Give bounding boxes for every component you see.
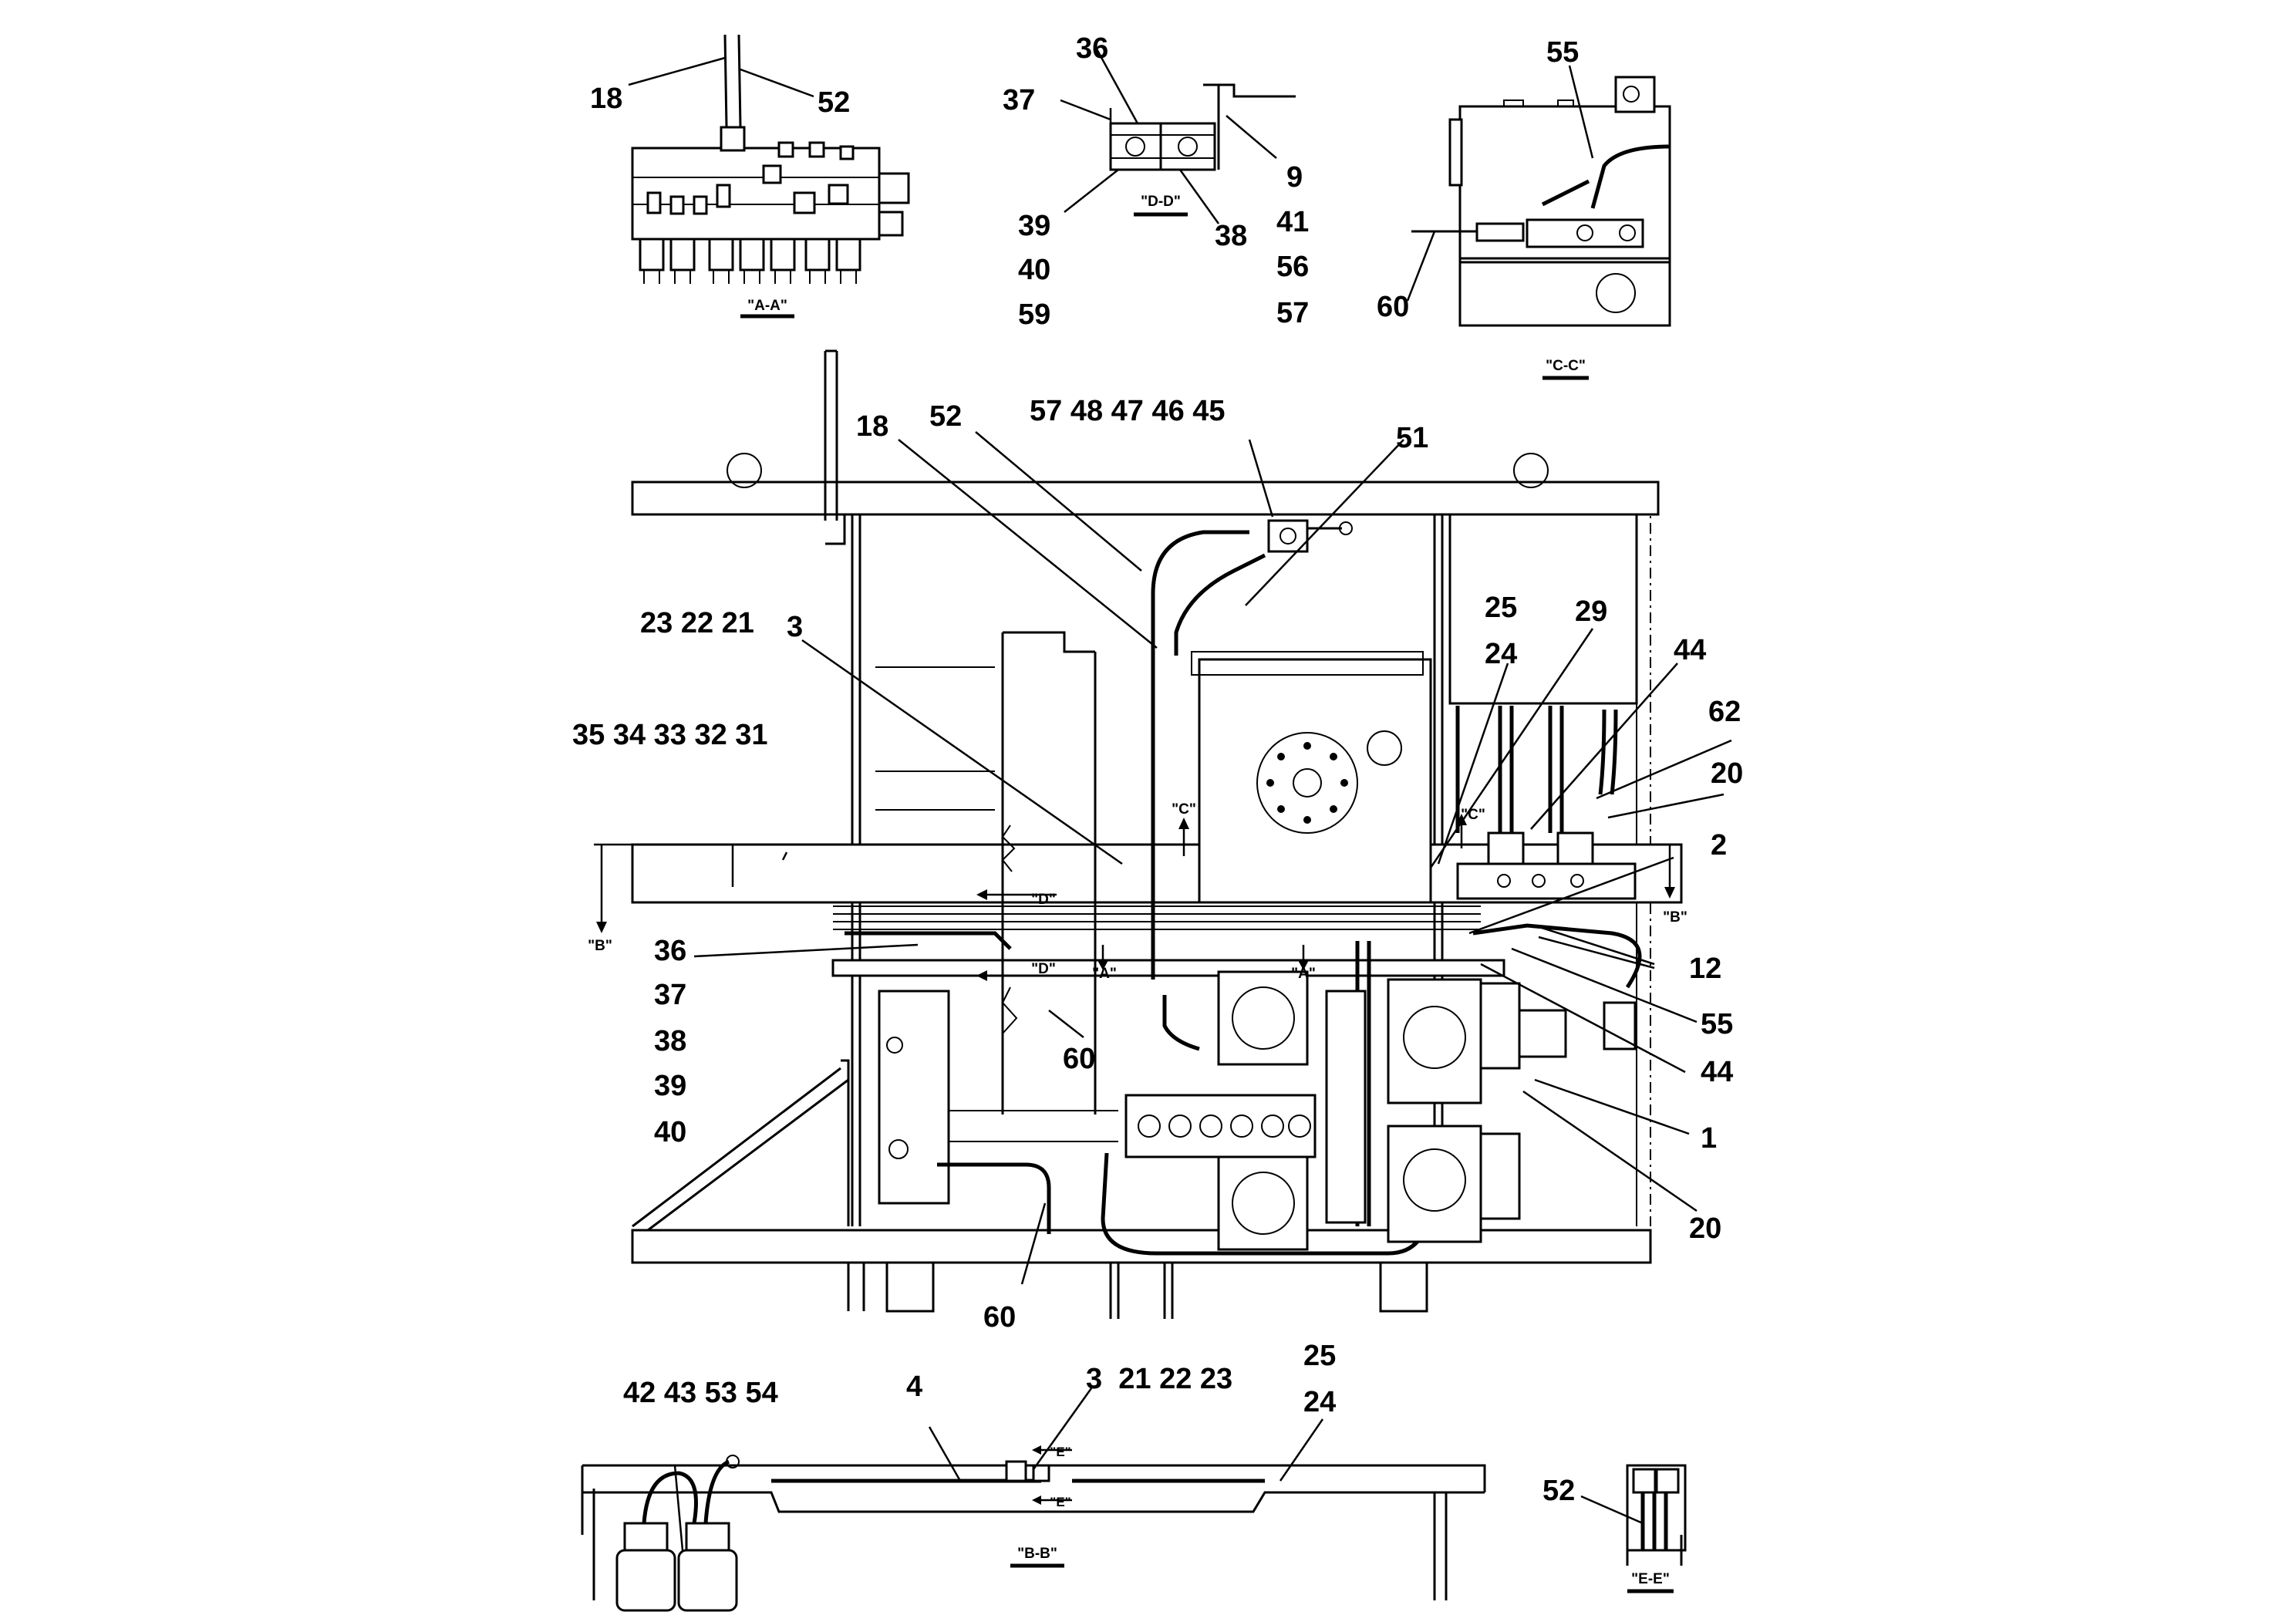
callout-40: 40 [654, 1116, 686, 1148]
section-mark-b-left: "B" [588, 938, 612, 954]
callout-cc-55: 55 [1546, 36, 1579, 69]
view-c-c-label: "C-C" [1546, 358, 1586, 374]
callout-24: 24 [1485, 638, 1517, 670]
section-mark-e-top: "E" [1050, 1445, 1070, 1459]
callout-dd-57: 57 [1276, 297, 1309, 329]
section-mark-e-bottom: "E" [1050, 1495, 1070, 1509]
section-mark-c-left: "C" [1172, 801, 1196, 818]
main-assembly: "B" "B" "C" "C" "A" "A" "D" "D" [588, 349, 1687, 1319]
view-a-a-label: "A-A" [747, 298, 787, 314]
callout-ee-52: 52 [1542, 1475, 1575, 1507]
section-mark-a-right: "A" [1291, 966, 1316, 982]
callout-20-bottom: 20 [1689, 1212, 1721, 1245]
callout-20-top: 20 [1711, 757, 1743, 790]
callout-dd-59: 59 [1018, 298, 1050, 331]
callout-labels: 18 52 36 37 9 39 38 41 40 56 59 57 55 60… [572, 32, 1743, 1507]
callout-dd-41: 41 [1276, 206, 1309, 238]
section-mark-c-right: "C" [1461, 807, 1485, 823]
callout-55: 55 [1701, 1008, 1733, 1040]
section-mark-a-left: "A" [1092, 966, 1117, 982]
callout-39: 39 [654, 1070, 686, 1102]
section-mark-d-bottom: "D" [1031, 961, 1056, 977]
callout-dd-36: 36 [1076, 32, 1108, 65]
callout-44-top: 44 [1674, 634, 1706, 666]
callout-57-48-47-46-45: 57 48 47 46 45 [1030, 395, 1226, 427]
view-e-e: "E-E" [1626, 1464, 1687, 1593]
callout-52: 52 [929, 400, 962, 433]
callout-2: 2 [1711, 829, 1727, 862]
leader-lines [628, 46, 1732, 1551]
callout-bb-42-43-53-54: 42 43 53 54 [623, 1377, 778, 1409]
callout-18: 18 [856, 410, 888, 443]
callout-3: 3 [787, 611, 803, 643]
callout-62: 62 [1708, 696, 1741, 728]
view-a-a: "A-A" [631, 34, 910, 319]
callout-25: 25 [1485, 592, 1517, 624]
callout-bb-3-21-22-23: 3 21 22 23 [1086, 1363, 1232, 1395]
callout-12: 12 [1689, 953, 1721, 985]
callout-aa-18: 18 [590, 83, 622, 115]
view-d-d: "D-D" [1109, 83, 1296, 217]
callout-dd-40: 40 [1018, 254, 1050, 286]
callout-bb-4: 4 [906, 1371, 922, 1403]
view-e-e-label: "E-E" [1631, 1571, 1670, 1587]
callout-dd-56: 56 [1276, 251, 1309, 283]
callout-35-34-33-32-31: 35 34 33 32 31 [572, 719, 768, 751]
section-mark-b-right: "B" [1663, 909, 1687, 926]
callout-23-22-21: 23 22 21 [640, 607, 754, 639]
callout-38: 38 [654, 1025, 686, 1057]
view-c-c: "C-C" [1411, 76, 1671, 380]
section-mark-d-top: "D" [1031, 892, 1056, 908]
callout-dd-37: 37 [1003, 84, 1035, 116]
view-d-d-label: "D-D" [1141, 194, 1181, 210]
callout-1: 1 [1701, 1122, 1717, 1155]
callout-44-bottom: 44 [1701, 1056, 1733, 1088]
callout-dd-39: 39 [1018, 210, 1050, 242]
callout-cc-60: 60 [1377, 291, 1409, 323]
callout-bb-25: 25 [1303, 1340, 1336, 1372]
callout-29: 29 [1575, 595, 1607, 628]
callout-dd-9: 9 [1286, 161, 1303, 194]
view-b-b: "E" "E" "B-B" [581, 1445, 1486, 1612]
callout-36: 36 [654, 935, 686, 967]
callout-dd-38: 38 [1215, 220, 1247, 252]
callout-aa-52: 52 [818, 86, 850, 119]
view-b-b-label: "B-B" [1017, 1546, 1057, 1562]
callout-37: 37 [654, 979, 686, 1011]
callout-60-mid: 60 [1063, 1043, 1095, 1075]
callout-51: 51 [1396, 422, 1428, 454]
callout-60-bottom: 60 [983, 1301, 1016, 1334]
callout-bb-24: 24 [1303, 1386, 1336, 1418]
